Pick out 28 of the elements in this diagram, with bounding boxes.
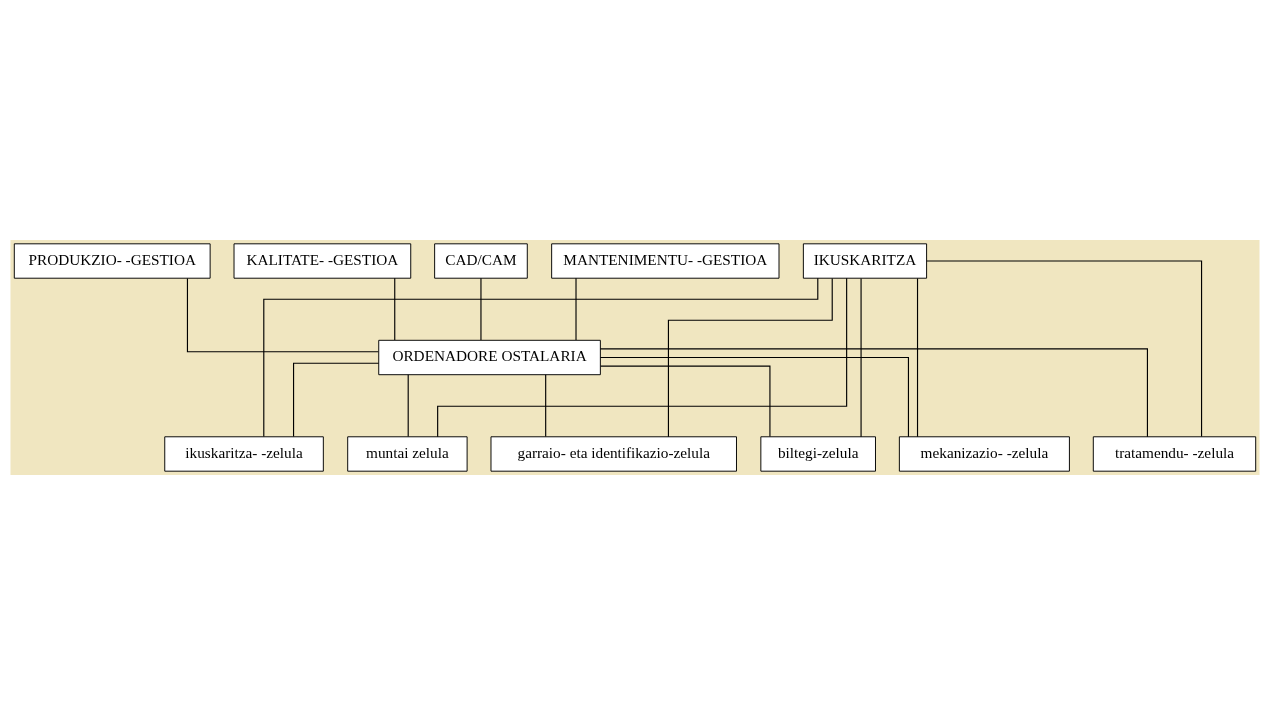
node-box: mekanizazio- -zelula [898, 436, 1070, 472]
node-box: KALITATE- -GESTIOA [233, 243, 412, 279]
connector [575, 277, 577, 341]
connector [480, 277, 482, 341]
connector [599, 348, 1148, 438]
connector [545, 374, 547, 438]
node-box: PRODUKZIO- -GESTIOA [13, 243, 211, 279]
node-box: CAD/CAM [434, 243, 528, 279]
node-box: ikuskaritza- -zelula [164, 436, 324, 472]
node-box: tratamendu- -zelula [1092, 436, 1257, 472]
connector [407, 374, 409, 438]
connector [926, 260, 1203, 438]
node-box: MANTENIMENTU- -GESTIOA [551, 243, 780, 279]
connector [293, 362, 380, 438]
connector [263, 277, 819, 438]
connector [860, 277, 862, 438]
connector [437, 277, 848, 438]
node-box: muntai zelula [347, 436, 468, 472]
connector [916, 277, 919, 438]
node-box: IKUSKARITZA [802, 243, 928, 279]
node-box: ORDENADORE OSTALARIA [378, 339, 601, 376]
node-box: garraio- eta identifikazio-zelula [490, 436, 737, 472]
connector [600, 365, 771, 438]
node-box: biltegi-zelula [760, 436, 876, 472]
connector [599, 356, 910, 438]
connector [394, 277, 396, 341]
connector [186, 277, 379, 353]
connector [667, 277, 833, 438]
